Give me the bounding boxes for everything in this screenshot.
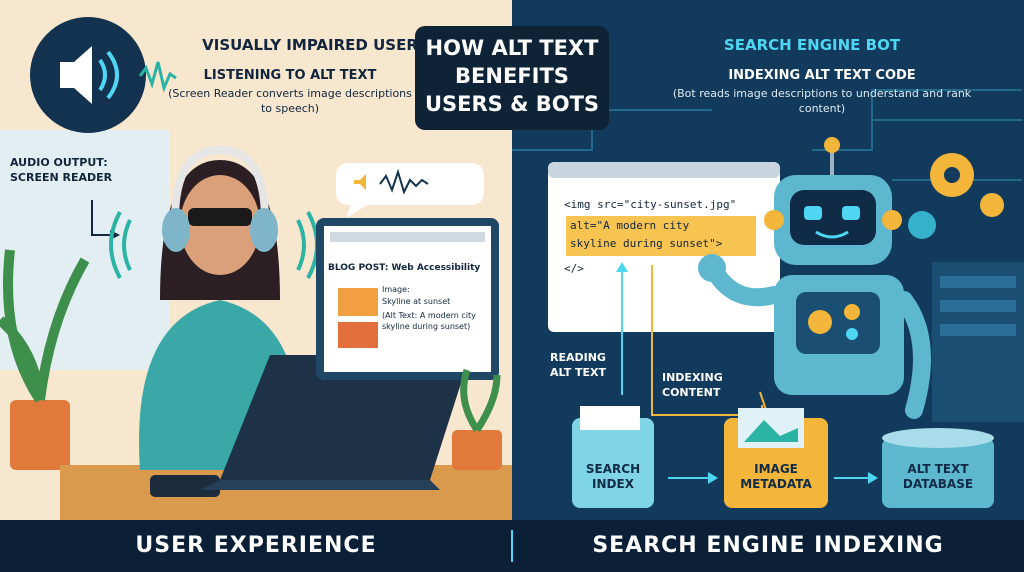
code-line-4: </> xyxy=(564,262,584,275)
footer-divider xyxy=(511,530,513,562)
search-index-folder xyxy=(572,418,654,508)
code-line-3: skyline during sunset"> xyxy=(570,237,723,250)
alt-text-database-label: ALT TEXT DATABASE xyxy=(902,462,974,491)
image-label: Image: xyxy=(382,285,410,294)
right-heading: SEARCH ENGINE BOT xyxy=(723,36,901,54)
image-metadata-label: IMAGE METADATA xyxy=(740,462,812,491)
right-subheading: INDEXING ALT TEXT CODE xyxy=(728,68,916,83)
reading-alt-text-label: READING ALT TEXT xyxy=(550,351,607,379)
left-subheading: LISTENING TO ALT TEXT xyxy=(203,68,377,83)
bot-illustration xyxy=(512,89,1024,508)
audio-output-label: AUDIO OUTPUT: SCREEN READER xyxy=(10,156,113,184)
indexing-content-label: INDEXING CONTENT xyxy=(662,371,723,399)
user-illustration xyxy=(0,17,512,520)
code-line-1: <img src="city-sunset.jpg" xyxy=(564,198,737,211)
search-index-label: SEARCH INDEX xyxy=(585,462,641,491)
alt-text-note: (Alt Text: A modern city skyline during … xyxy=(382,311,476,331)
user-experience-footer: USER EXPERIENCE xyxy=(135,533,377,558)
footer-bar: USER EXPERIENCE SEARCH ENGINE INDEXING xyxy=(0,520,1024,572)
search-engine-panel: SEARCH ENGINE BOT INDEXING ALT TEXT CODE… xyxy=(512,0,1024,520)
image-caption: Skyline at sunset xyxy=(382,297,451,306)
page-title: HOW ALT TEXT BENEFITS USERS & BOTS xyxy=(415,26,609,130)
right-note: (Bot reads image descriptions to underst… xyxy=(672,87,972,115)
left-note: (Screen Reader converts image descriptio… xyxy=(168,87,412,115)
search-engine-indexing-footer: SEARCH ENGINE INDEXING xyxy=(592,533,944,558)
left-heading: VISUALLY IMPAIRED USER xyxy=(202,36,418,54)
alt-text-database-icon xyxy=(882,438,994,508)
code-line-2: alt="A modern city xyxy=(570,219,690,232)
blog-title: BLOG POST: Web Accessibility xyxy=(328,263,481,273)
